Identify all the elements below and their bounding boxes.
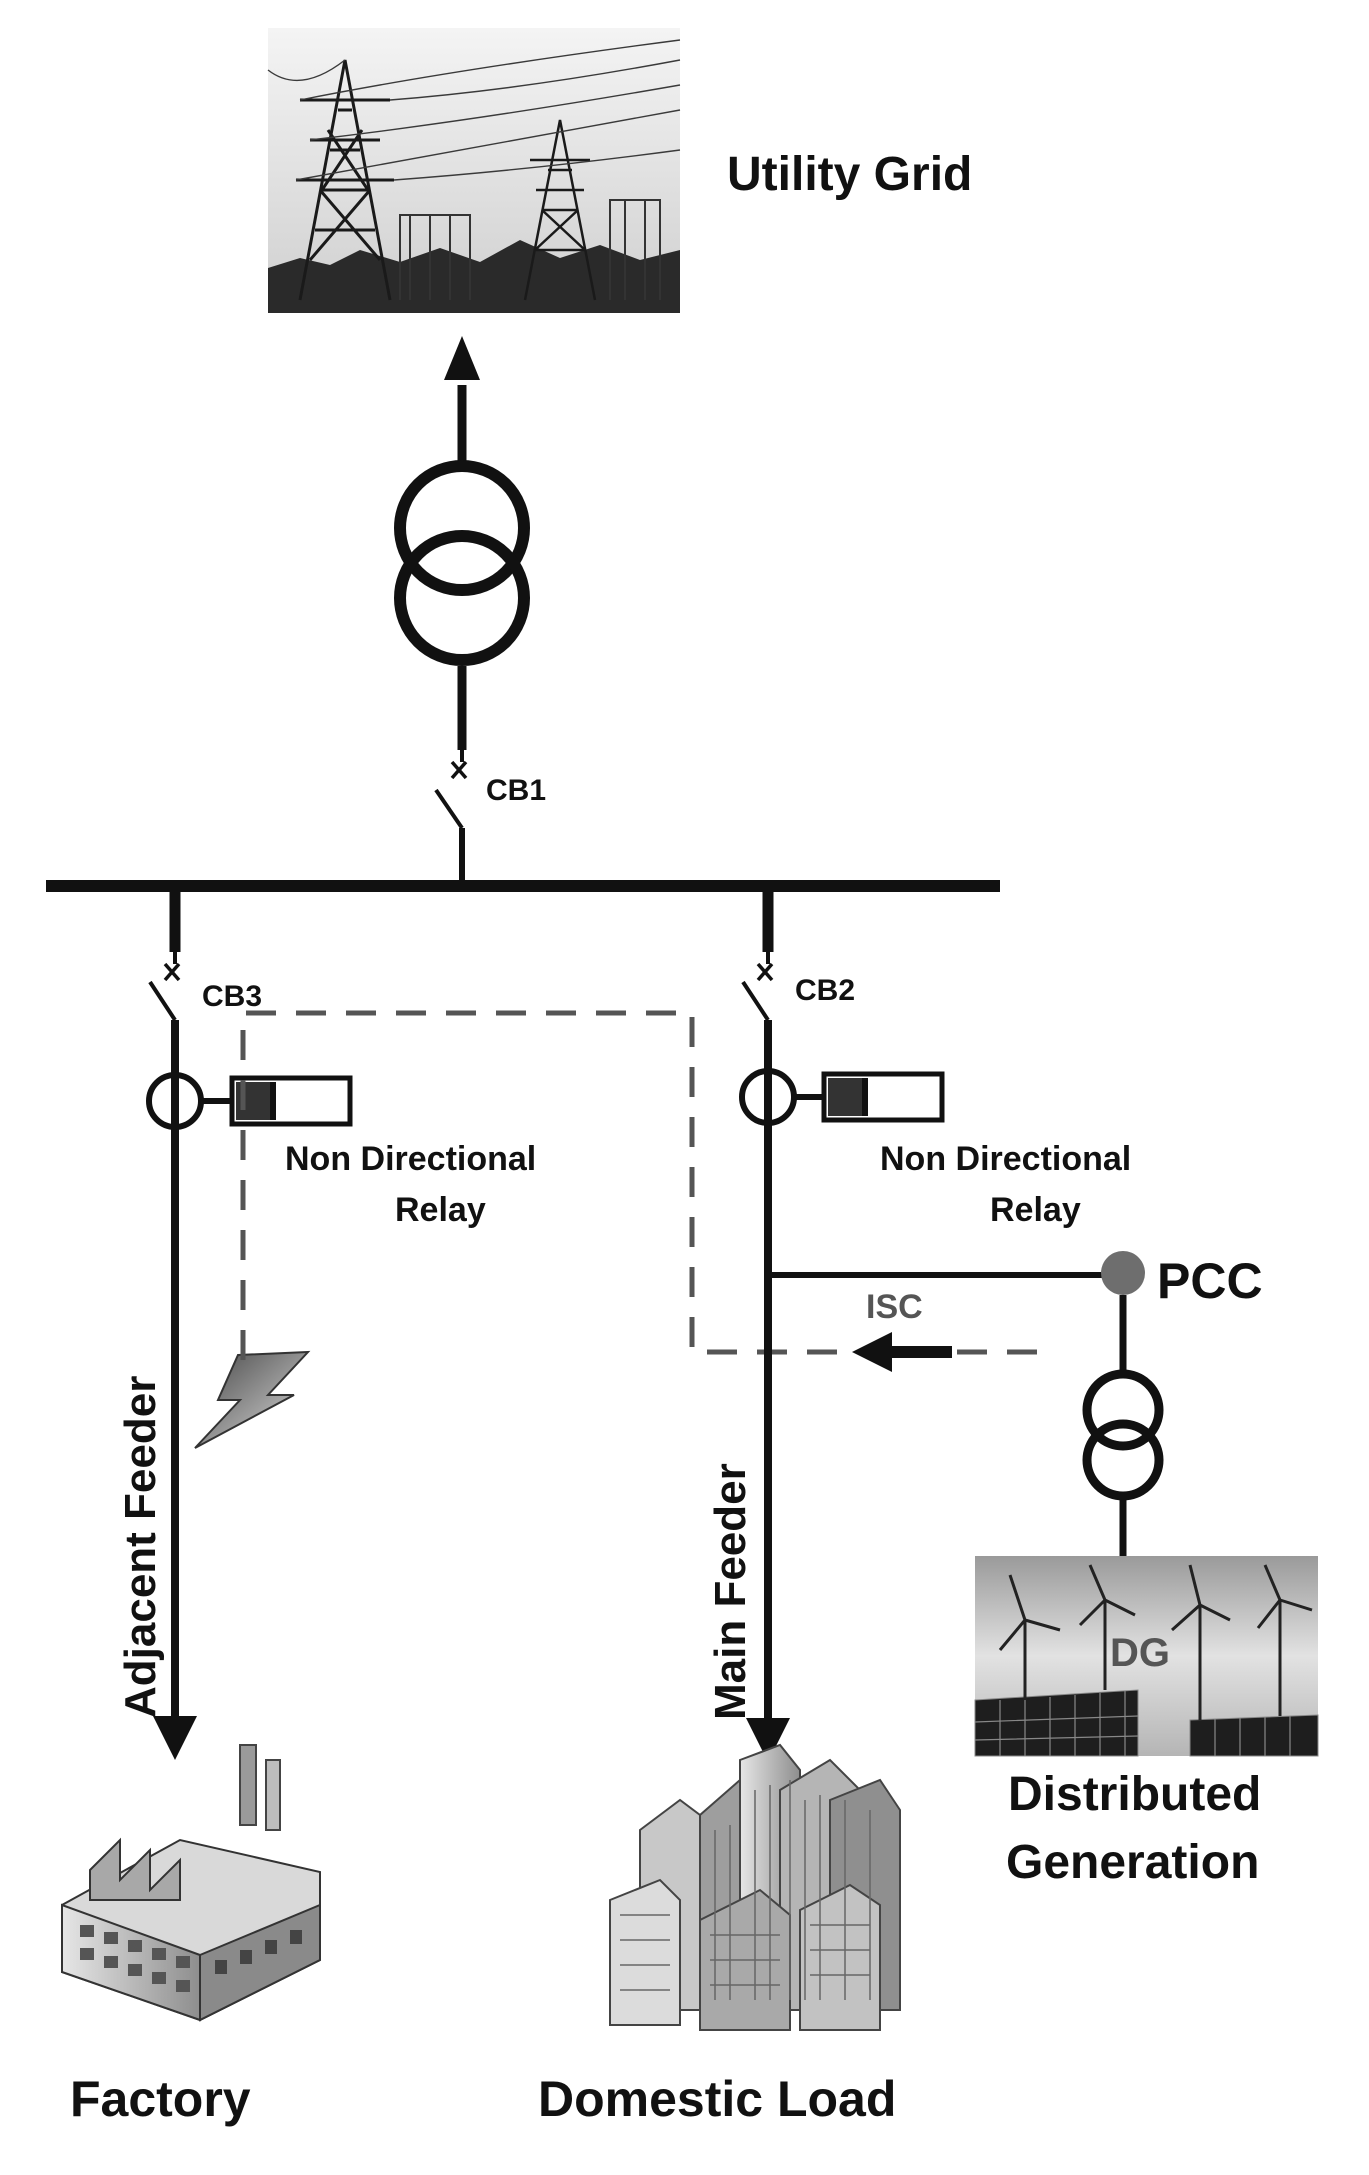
up-arrow-icon [444,336,480,380]
relay-right [821,1071,945,1123]
main-transformer [394,460,530,666]
relay-left-label-line2: Relay [395,1191,486,1229]
cb3-label: CB3 [202,980,262,1013]
dg-label: DG [1110,1631,1170,1675]
pcc-node [1101,1251,1145,1295]
cb1-label: CB1 [486,774,546,807]
pcc-label: PCC [1157,1253,1263,1309]
utility-grid-label: Utility Grid [727,148,972,201]
utility-feed-line [444,336,480,462]
cb2-label: CB2 [795,974,855,1007]
cb2-breaker [741,952,774,1022]
distributed-generation-label-line2: Generation [1006,1836,1259,1889]
relay-left [229,1075,353,1127]
factory-building-icon [61,1744,321,2022]
down-arrow-icon [746,1718,790,1762]
dg-transformer [1082,1369,1164,1501]
relay-left-label-line1: Non Directional [285,1140,536,1178]
relay-right-label-line1: Non Directional [880,1140,1131,1178]
isc-label: ISC [866,1288,923,1326]
cb1-breaker [434,750,468,882]
adjacent-feeder-label: Adjacent Feeder [116,1376,165,1718]
distributed-generation-label-line1: Distributed [1008,1768,1261,1821]
down-arrow-icon [153,1716,197,1760]
main-feeder-label: Main Feeder [706,1463,755,1720]
fault-current-path [240,1010,1040,1360]
factory-label: Factory [70,2071,251,2127]
isc-arrow [852,1332,952,1372]
dg-image [974,1556,1319,1757]
city-buildings-icon [609,1743,901,2031]
utility-grid-image [267,28,681,313]
cb3-breaker [148,952,181,1022]
relay-right-label-line2: Relay [990,1191,1081,1229]
domestic-load-label: Domestic Load [538,2071,896,2127]
lightning-bolt-icon [194,1350,311,1449]
